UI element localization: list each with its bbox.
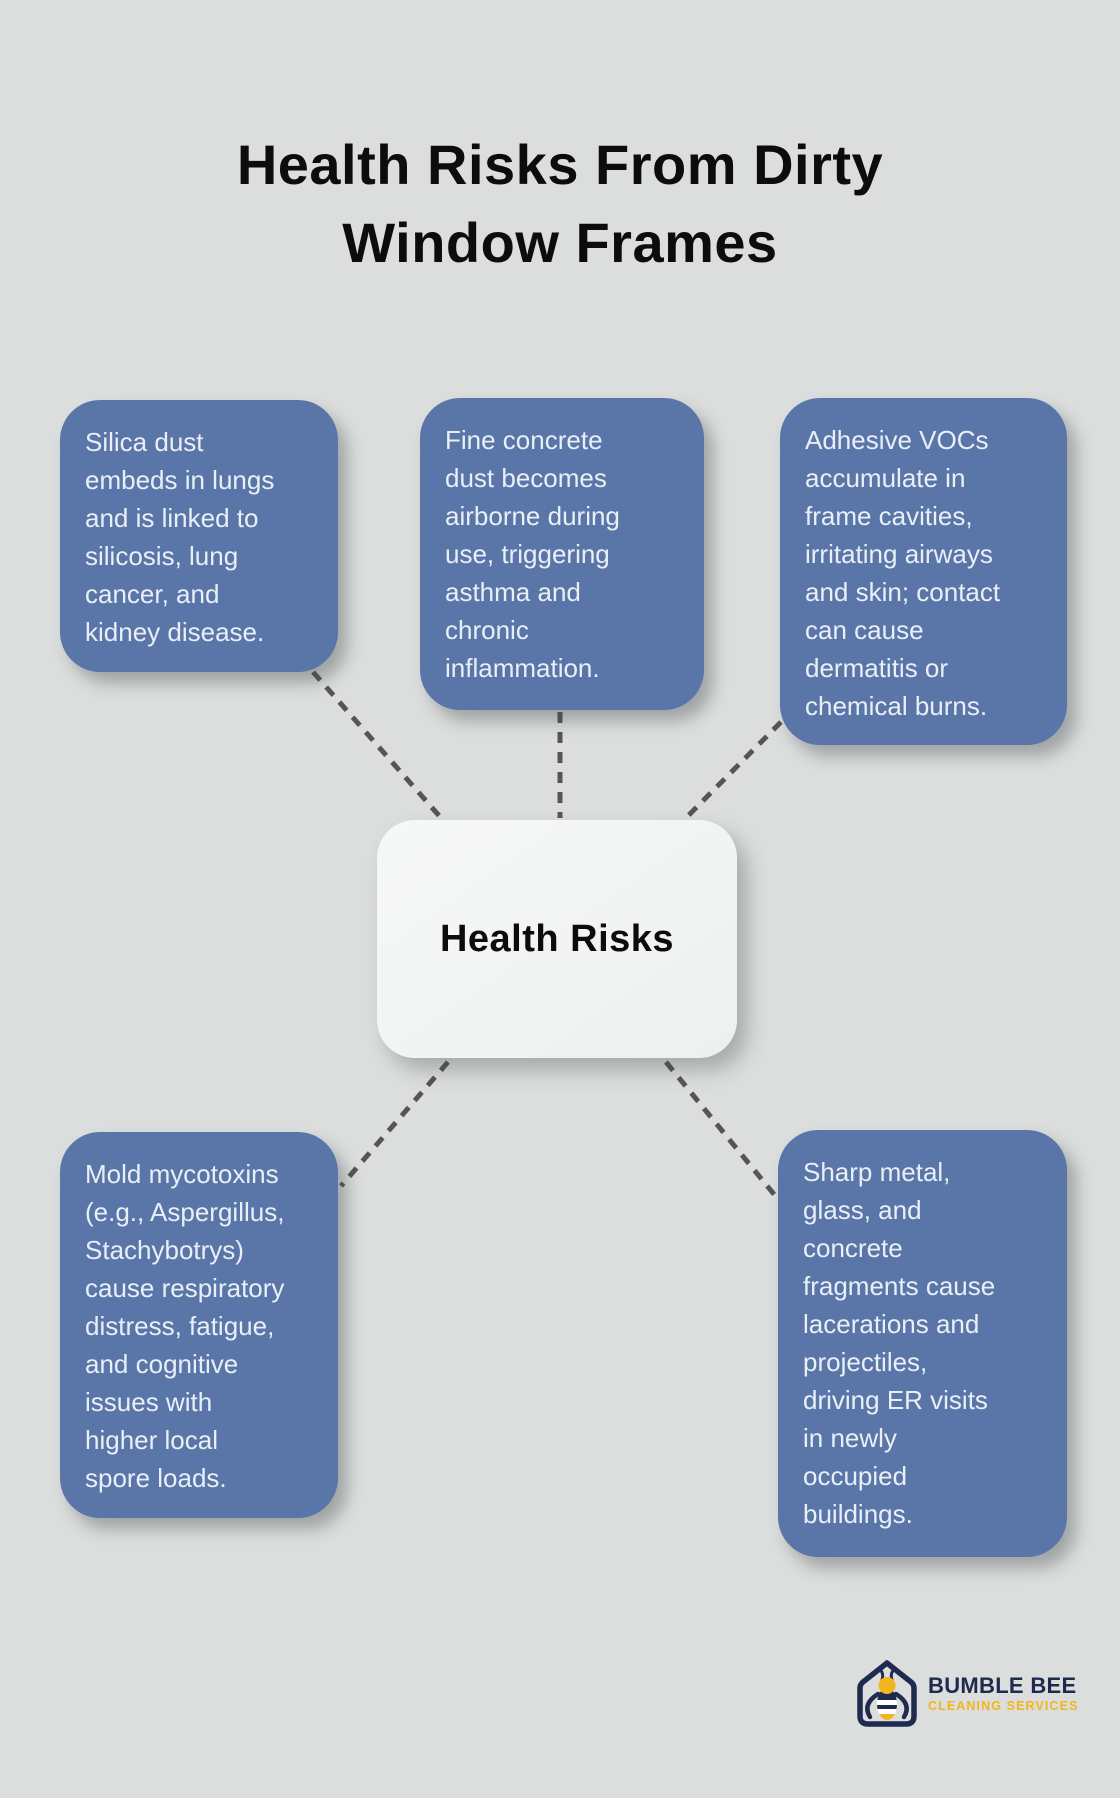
bee-icon bbox=[865, 1668, 909, 1720]
house-outline bbox=[857, 1660, 917, 1727]
risk-box-concrete-dust: Fine concrete dust becomes airborne duri… bbox=[420, 398, 704, 710]
connector-line-mold bbox=[339, 1060, 450, 1188]
brand-tagline: CLEANING SERVICES bbox=[928, 1699, 1079, 1714]
connector-line-vocs bbox=[674, 720, 783, 830]
brand-logo: BUMBLE BEE CLEANING SERVICES bbox=[851, 1659, 1078, 1729]
page-title: Health Risks From Dirty Window Frames bbox=[236, 132, 884, 274]
risk-box-mold-mycotoxins: Mold mycotoxins (e.g., Aspergillus, Stac… bbox=[60, 1132, 338, 1518]
connector-line-silica bbox=[311, 670, 451, 829]
brand-name: BUMBLE BEE bbox=[928, 1673, 1077, 1699]
central-node: Health Risks bbox=[377, 820, 737, 1058]
central-node-label: Health Risks bbox=[439, 917, 675, 960]
risk-box-sharp-fragments: Sharp metal, glass, and concrete fragmen… bbox=[778, 1130, 1067, 1557]
risk-box-silica-dust: Silica dust embeds in lungs and is linke… bbox=[60, 400, 338, 672]
bee-house-icon bbox=[857, 1660, 917, 1727]
connector-line-sharp bbox=[664, 1060, 779, 1200]
brand-logo-text: BUMBLE BEE CLEANING SERVICES bbox=[928, 1673, 1079, 1714]
risk-box-adhesive-vocs: Adhesive VOCs accumulate in frame caviti… bbox=[780, 398, 1067, 745]
